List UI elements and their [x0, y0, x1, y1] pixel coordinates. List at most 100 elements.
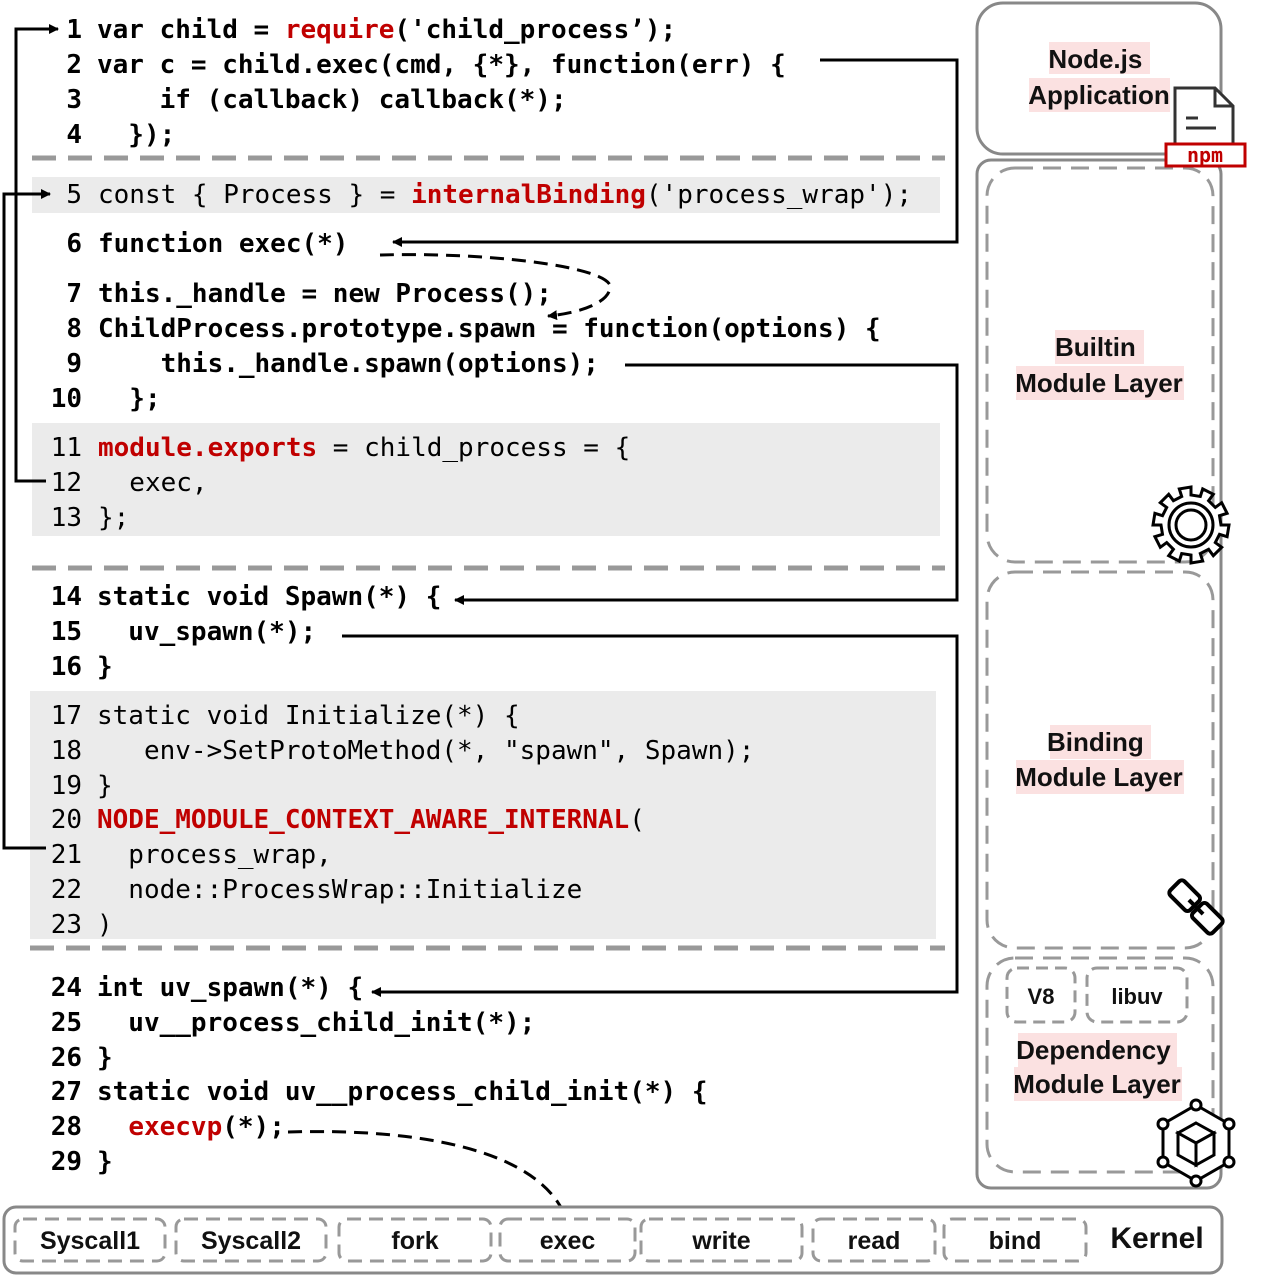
code-token: node::ProcessWrap::Initialize	[97, 875, 582, 905]
code-line: exec,	[98, 468, 208, 498]
code-line: function exec(*)	[98, 229, 348, 259]
label-bg	[1014, 1067, 1182, 1101]
line-number: 21	[51, 840, 82, 870]
line-number: 9	[66, 349, 82, 379]
code-token: exec,	[98, 468, 208, 498]
code-token: });	[97, 120, 175, 150]
code-token: var child =	[97, 15, 285, 45]
arrow-handle-spawn-to-spawn	[454, 363, 959, 605]
code-line: }	[97, 652, 113, 682]
gear-ring	[1174, 508, 1208, 542]
kernel-label: Kernel	[1110, 1222, 1203, 1255]
code-token: module.exports	[98, 433, 317, 463]
code-line: });	[97, 120, 175, 150]
highlight-lines-17-23	[30, 691, 936, 939]
syscall-box	[174, 1217, 328, 1263]
code-line: uv_spawn(*);	[97, 617, 316, 647]
code-token: int uv_spawn(*) {	[97, 973, 363, 1003]
code-line: }	[97, 1147, 113, 1177]
code-line: NODE_MODULE_CONTEXT_AWARE_INTERNAL(	[97, 805, 645, 835]
highlight-lines-11-13	[32, 423, 940, 536]
code-line: static void uv__process_child_init(*) {	[97, 1077, 707, 1107]
code-line: this._handle.spawn(options);	[98, 349, 599, 379]
syscall-label: fork	[391, 1227, 438, 1255]
line-number: 25	[51, 1008, 82, 1038]
code-token: ChildProcess.prototype.spawn = function(…	[98, 314, 881, 344]
code-line: ChildProcess.prototype.spawn = function(…	[98, 314, 881, 344]
line-number: 22	[51, 875, 82, 905]
v8-label: V8	[1028, 984, 1055, 1009]
code-token: )	[97, 910, 113, 940]
code-token	[97, 1112, 128, 1142]
line-number: 13	[51, 503, 82, 533]
code-line: const { Process } = internalBinding('pro…	[98, 180, 912, 210]
dashed-arrow-exec-to-process	[379, 253, 612, 321]
code-token: static void uv__process_child_init(*) {	[97, 1077, 707, 1107]
syscall-box	[811, 1217, 937, 1263]
syscall-label: Syscall2	[201, 1227, 301, 1255]
highlight-blocks	[30, 177, 940, 939]
syscall-box	[13, 1217, 167, 1263]
syscall-label: Syscall1	[40, 1227, 140, 1255]
code-line: }	[97, 1043, 113, 1073]
runtime-layers-box	[975, 158, 1223, 1190]
code-token: uv_spawn(*);	[97, 617, 316, 647]
line-number: 1	[66, 15, 82, 45]
connectors	[2, 24, 959, 1219]
line-number: 19	[51, 771, 82, 801]
code-line: static void Spawn(*) {	[97, 582, 441, 612]
label-bg	[1018, 1033, 1177, 1067]
gear-ring	[1167, 501, 1215, 549]
code-token: static void Spawn(*) {	[97, 582, 441, 612]
code-line: env->SetProtoMethod(*, "spawn", Spawn);	[97, 736, 754, 766]
npm-logo-text: npm	[1187, 143, 1223, 167]
libuv-label: libuv	[1111, 984, 1163, 1009]
line-number: 7	[66, 279, 82, 309]
code-token: (	[629, 805, 645, 835]
highlight-line-5	[32, 177, 940, 213]
npm-file-icon: npm	[1164, 86, 1247, 168]
arrow-child-exec-to-function-exec	[392, 58, 959, 247]
code-token: };	[98, 503, 129, 533]
chain-link-icon	[1167, 878, 1225, 936]
line-number: 3	[66, 85, 82, 115]
line-number: 26	[51, 1043, 82, 1073]
code-token: var c = child.exec(cmd, {*}, function(er…	[97, 50, 786, 80]
code-token: this._handle.spawn(options);	[98, 349, 599, 379]
line-number: 18	[51, 736, 82, 766]
line-number: 6	[66, 229, 82, 259]
binding-layer-title: Binding Module Layer	[1015, 727, 1183, 792]
line-number: 20	[51, 805, 82, 835]
app-layer-title: Node.js Application	[1028, 44, 1170, 110]
code-token: NODE_MODULE_CONTEXT_AWARE_INTERNAL	[97, 805, 629, 835]
code-token: }	[97, 1147, 113, 1177]
line-number: 2	[66, 50, 82, 80]
code-token: process_wrap,	[97, 840, 332, 870]
syscall-label: read	[848, 1227, 901, 1255]
code-token: ('process_wrap');	[646, 180, 912, 210]
syscall-label: exec	[540, 1227, 596, 1255]
code-line: )	[97, 910, 113, 940]
code-line: }	[97, 771, 113, 801]
code-line: uv__process_child_init(*);	[97, 1008, 535, 1038]
code-line: node::ProcessWrap::Initialize	[97, 875, 582, 905]
line-number: 10	[51, 384, 82, 414]
line-number: 8	[66, 314, 82, 344]
code-line: int uv_spawn(*) {	[97, 973, 363, 1003]
layer-stack: Node.js Application Builtin Module Layer…	[975, 1, 1223, 1190]
arrow-binding-to-internalbinding	[2, 189, 51, 850]
code-token: function exec(*)	[98, 229, 348, 259]
line-number: 23	[51, 910, 82, 940]
line-number: 24	[51, 973, 82, 1003]
code-line: if (callback) callback(*);	[97, 85, 567, 115]
line-number: 17	[51, 701, 82, 731]
code-token: if (callback) callback(*);	[97, 85, 567, 115]
syscall-box	[337, 1217, 493, 1263]
code-token: uv__process_child_init(*);	[97, 1008, 535, 1038]
code-token: this._handle = new Process();	[98, 279, 552, 309]
code-line: module.exports = child_process = {	[98, 433, 630, 463]
